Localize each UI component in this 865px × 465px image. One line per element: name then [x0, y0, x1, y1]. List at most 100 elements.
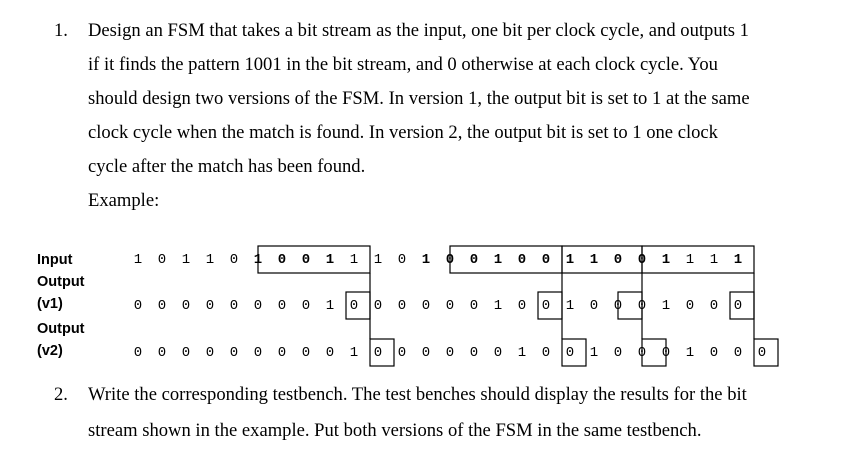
output-v1-label-line2: (v1) — [37, 296, 63, 312]
input-bit-18: 0 — [541, 252, 551, 268]
input-bit-12: 0 — [397, 252, 407, 268]
output-v1-bit-19: 1 — [565, 298, 575, 314]
output-v1-bit-18: 0 — [541, 298, 551, 314]
output-v2-bit-10: 1 — [349, 345, 359, 361]
output-v2-label-line2: (v2) — [37, 343, 63, 359]
output-v1-bit-22: 0 — [637, 298, 647, 314]
output-v1-bit-17: 0 — [517, 298, 527, 314]
output-v1-bit-16: 1 — [493, 298, 503, 314]
output-v1-bit-26: 0 — [733, 298, 743, 314]
input-bit-16: 1 — [493, 252, 503, 268]
output-v1-bit-25: 0 — [709, 298, 719, 314]
output-v2-bit-22: 0 — [637, 345, 647, 361]
question-1-line-1: Design an FSM that takes a bit stream as… — [88, 20, 749, 41]
question-1-line-4: clock cycle when the match is found. In … — [88, 122, 718, 143]
output-v2-bit-14: 0 — [445, 345, 455, 361]
output-v1-bit-1: 0 — [133, 298, 143, 314]
output-v2-bit-23: 0 — [661, 345, 671, 361]
input-bit-7: 0 — [277, 252, 287, 268]
output-v1-bit-8: 0 — [301, 298, 311, 314]
output-v2-bit-2: 0 — [157, 345, 167, 361]
output-v2-bit-17: 1 — [517, 345, 527, 361]
output-v1-bit-11: 0 — [373, 298, 383, 314]
input-bit-1: 1 — [133, 252, 143, 268]
output-v2-bit-15: 0 — [469, 345, 479, 361]
input-bit-24: 1 — [685, 252, 695, 268]
output-v2-bit-1: 0 — [133, 345, 143, 361]
input-bit-4: 1 — [205, 252, 215, 268]
input-bit-25: 1 — [709, 252, 719, 268]
input-bit-17: 0 — [517, 252, 527, 268]
output-v2-bit-4: 0 — [205, 345, 215, 361]
input-bit-11: 1 — [373, 252, 383, 268]
output-v1-bit-24: 0 — [685, 298, 695, 314]
v2-box-4 — [753, 338, 779, 367]
input-bit-13: 1 — [421, 252, 431, 268]
input-bit-20: 1 — [589, 252, 599, 268]
output-v1-bit-13: 0 — [421, 298, 431, 314]
output-v1-bit-20: 0 — [589, 298, 599, 314]
output-v1-bit-10: 0 — [349, 298, 359, 314]
output-v1-bit-5: 0 — [229, 298, 239, 314]
question-1-number: 1. — [54, 20, 68, 41]
output-v2-bit-3: 0 — [181, 345, 191, 361]
output-v1-bit-14: 0 — [445, 298, 455, 314]
output-v1-bit-7: 0 — [277, 298, 287, 314]
output-v1-bit-2: 0 — [157, 298, 167, 314]
output-v1-bit-15: 0 — [469, 298, 479, 314]
input-bit-23: 1 — [661, 252, 671, 268]
question-2-line-2: stream shown in the example. Put both ve… — [88, 420, 702, 441]
input-bit-8: 0 — [301, 252, 311, 268]
output-v2-bit-21: 0 — [613, 345, 623, 361]
output-v2-bit-24: 1 — [685, 345, 695, 361]
output-v2-bit-13: 0 — [421, 345, 431, 361]
output-v2-bit-16: 0 — [493, 345, 503, 361]
input-bit-19: 1 — [565, 252, 575, 268]
output-v1-bit-21: 0 — [613, 298, 623, 314]
output-v2-bit-6: 0 — [253, 345, 263, 361]
input-bit-15: 0 — [469, 252, 479, 268]
question-2-number: 2. — [54, 384, 68, 405]
output-v1-bit-3: 0 — [181, 298, 191, 314]
output-v2-bit-8: 0 — [301, 345, 311, 361]
question-1-line-3: should design two versions of the FSM. I… — [88, 88, 750, 109]
question-2-line-1: Write the corresponding testbench. The t… — [88, 384, 747, 405]
output-v2-bit-11: 0 — [373, 345, 383, 361]
output-v2-label-line1: Output — [37, 321, 85, 337]
output-v1-bit-9: 1 — [325, 298, 335, 314]
output-v2-bit-26: 0 — [733, 345, 743, 361]
output-v1-label-line1: Output — [37, 274, 85, 290]
input-bit-14: 0 — [445, 252, 455, 268]
output-v2-bit-7: 0 — [277, 345, 287, 361]
v2-box-2 — [561, 338, 587, 367]
output-v2-bit-25: 0 — [709, 345, 719, 361]
v2-box-3 — [641, 338, 667, 367]
output-v2-bit-18: 0 — [541, 345, 551, 361]
v2-box-1 — [369, 338, 395, 367]
input-label: Input — [37, 252, 73, 268]
output-v1-bit-12: 0 — [397, 298, 407, 314]
input-box-4 — [641, 245, 755, 274]
input-bit-5: 0 — [229, 252, 239, 268]
output-v2-bit-19: 0 — [565, 345, 575, 361]
output-v1-bit-4: 0 — [205, 298, 215, 314]
input-bit-26: 1 — [733, 252, 743, 268]
question-1-example-label: Example: — [88, 190, 160, 211]
question-1-line-5: cycle after the match has been found. — [88, 156, 366, 177]
input-bit-3: 1 — [181, 252, 191, 268]
input-bit-9: 1 — [325, 252, 335, 268]
output-v2-bit-12: 0 — [397, 345, 407, 361]
input-bit-10: 1 — [349, 252, 359, 268]
input-bit-21: 0 — [613, 252, 623, 268]
output-v2-bit-20: 1 — [589, 345, 599, 361]
output-v1-bit-23: 1 — [661, 298, 671, 314]
output-v2-bit-9: 0 — [325, 345, 335, 361]
output-v2-bit-5: 0 — [229, 345, 239, 361]
question-1-line-2: if it finds the pattern 1001 in the bit … — [88, 54, 718, 75]
output-v1-bit-6: 0 — [253, 298, 263, 314]
input-bit-2: 0 — [157, 252, 167, 268]
input-bit-22: 0 — [637, 252, 647, 268]
input-box-1 — [257, 245, 371, 274]
output-v2-bit-27: 0 — [757, 345, 767, 361]
